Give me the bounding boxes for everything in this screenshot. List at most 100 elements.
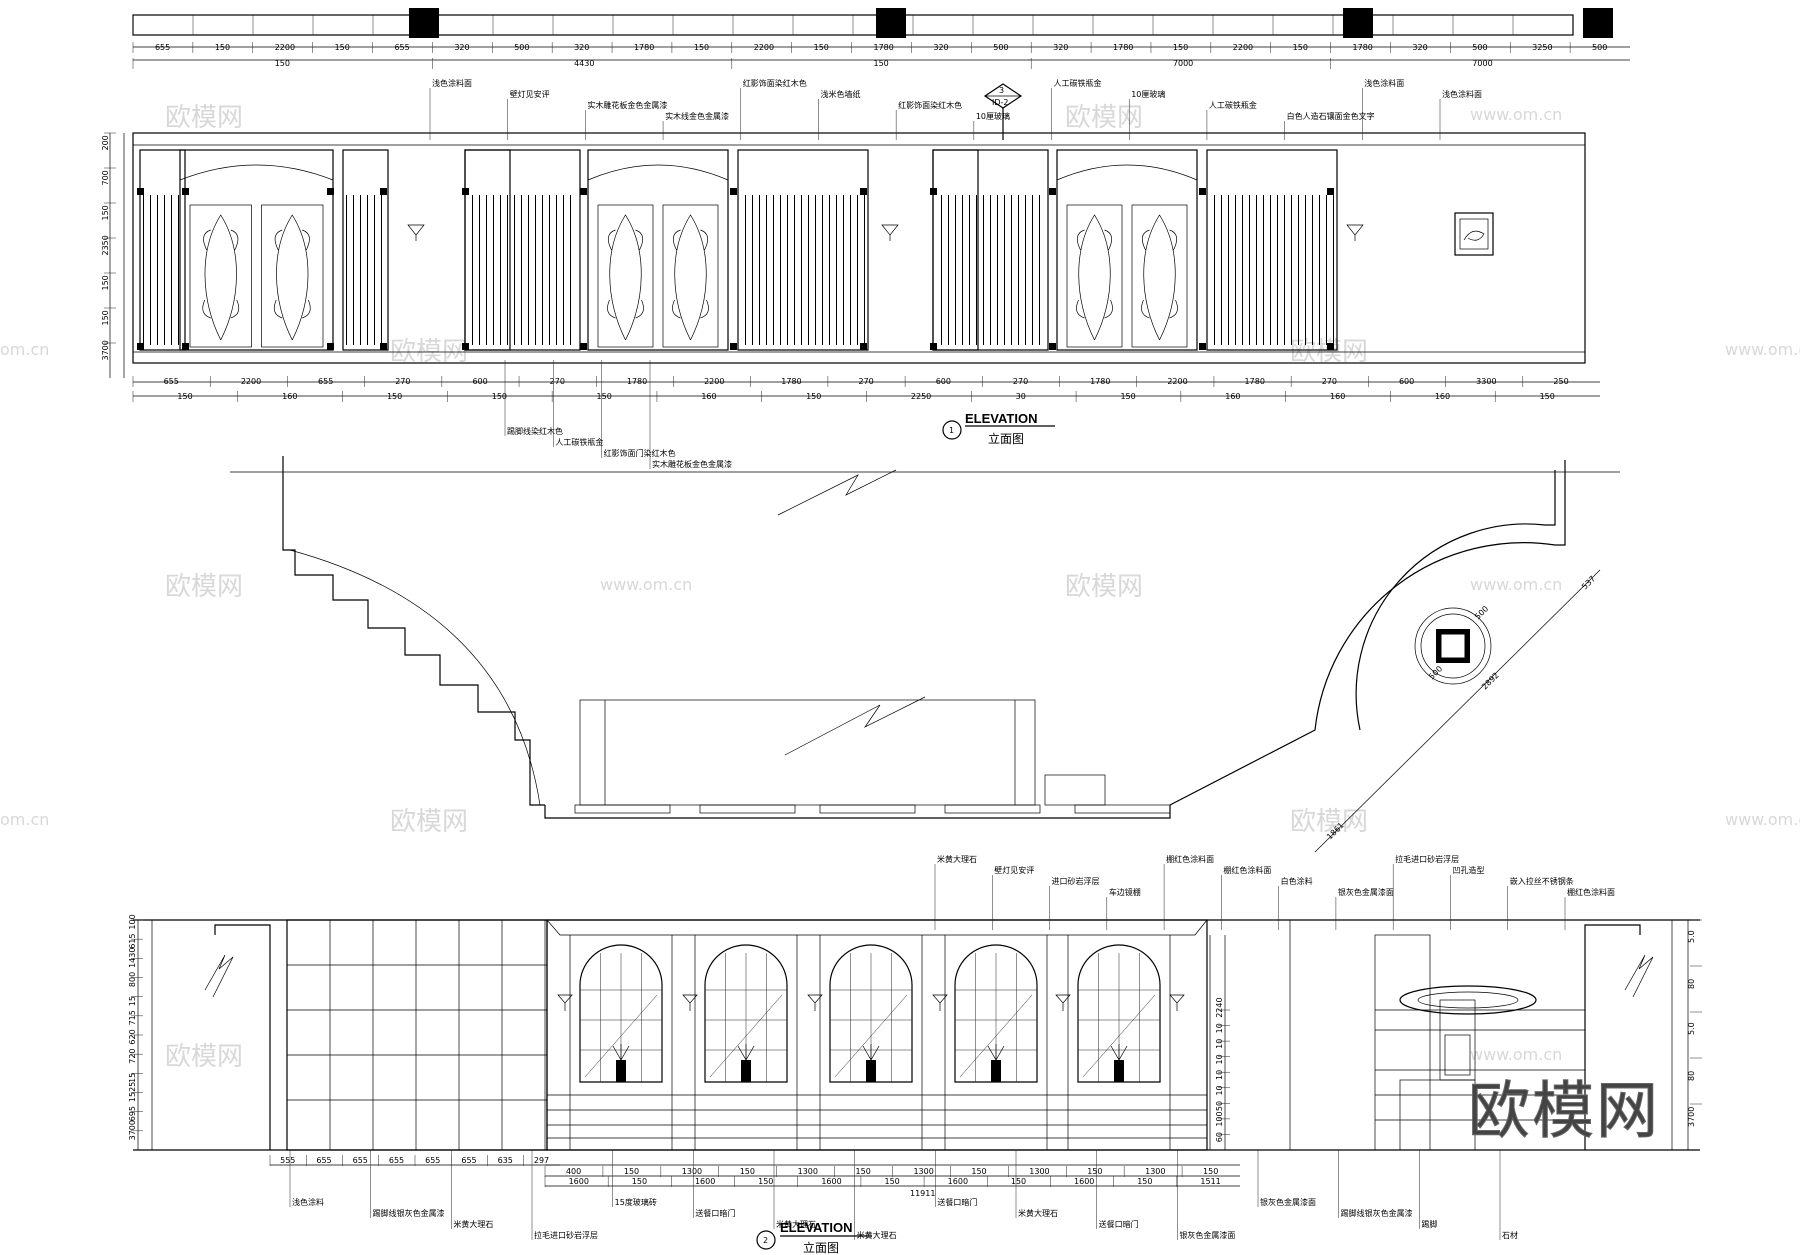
- door-leaf: [189, 204, 252, 348]
- corner-rosette: [1199, 343, 1206, 350]
- dimension-label: 500: [1472, 43, 1487, 52]
- annotation-notes-top: 浅色涂料面壁灯见安评实木雕花板金色金属漆实木线金色金属漆红影饰面染红木色浅米色墙…: [429, 78, 1482, 140]
- dimension-label: 270: [395, 377, 410, 386]
- annotation-note: 红影饰面门染红木色: [604, 448, 676, 458]
- staircase: [282, 456, 545, 806]
- plan-wall: [544, 805, 1171, 819]
- wall-recess: [699, 804, 796, 814]
- arched-window: [954, 944, 1038, 1083]
- window-grille: [468, 195, 577, 345]
- plant-icon: [737, 1044, 755, 1061]
- dimension-label: 1780: [627, 377, 647, 386]
- column-block: [1583, 8, 1613, 38]
- dimension-label: 700: [101, 170, 110, 185]
- dimension-label: 400: [566, 1167, 581, 1176]
- annotation-note: 进口砂岩浮层: [1052, 876, 1100, 886]
- watermark-brand: 欧模网: [165, 572, 243, 602]
- annotation-note: 棚红色涂料面: [1567, 887, 1615, 897]
- corner-rosette: [327, 188, 334, 195]
- dimension-label: 150: [1011, 1177, 1026, 1186]
- column-block: [1343, 8, 1373, 38]
- plant-pot: [866, 1060, 876, 1082]
- dimension-label: 160: [1435, 392, 1450, 401]
- window-grille: [143, 195, 182, 345]
- window-frame: [737, 149, 869, 351]
- dimension-label: 620: [128, 1029, 137, 1044]
- door-arch-ornament: [179, 164, 334, 181]
- dimension-label: 150: [215, 43, 230, 52]
- watermark-brand: 欧模网: [1065, 572, 1143, 602]
- break-symbol: [1624, 954, 1654, 998]
- dimension-label: 150: [1137, 1177, 1152, 1186]
- annotation-note: 浅色涂料面: [1442, 89, 1482, 99]
- annotation-note: 米黄大理石: [1018, 1208, 1058, 1218]
- annotation-note: 米黄大理石: [857, 1230, 897, 1240]
- dimension-label: 1300: [798, 1167, 818, 1176]
- glass-block-wall: [286, 919, 548, 1151]
- cornice: [546, 919, 1208, 936]
- annotation-note: 车边镜棚: [1109, 887, 1141, 897]
- annotation-note: 10厘玻璃: [976, 111, 1010, 121]
- window-frame: [464, 149, 581, 351]
- iron-scroll-ornament: [607, 214, 644, 341]
- dimension-label: 30: [1016, 392, 1026, 401]
- dimension-label: 270: [1013, 377, 1028, 386]
- annotation-note: 实木雕花板金色金属漆: [587, 100, 667, 110]
- dimension-label: 500: [993, 43, 1008, 52]
- dimension-label: 150: [335, 43, 350, 52]
- dimension-label: 60: [1215, 1132, 1224, 1142]
- dimension-label: 320: [933, 43, 948, 52]
- wall-lamp-icon: [407, 224, 425, 241]
- door-frame: [1056, 149, 1198, 351]
- corner-rosette: [860, 343, 867, 350]
- annotation-note: 10厘玻璃: [1131, 89, 1165, 99]
- dimension-label: 655: [461, 1156, 476, 1165]
- corner-rosette: [730, 188, 737, 195]
- dimension-label: 2200: [754, 43, 774, 52]
- door-leaf: [597, 204, 654, 348]
- dimension-label: 2200: [1167, 377, 1187, 386]
- title-en: ELEVATION: [780, 1220, 852, 1235]
- annotation-note: 浅色涂料面: [1364, 78, 1404, 88]
- dimension-label: 160: [1225, 392, 1240, 401]
- dimension-label: 5.0: [1687, 930, 1696, 943]
- dimension-line: [1314, 569, 1601, 853]
- plant-pot: [1114, 1060, 1124, 1082]
- annotation-note: 浅色涂料面: [432, 78, 472, 88]
- window-frame: [139, 149, 186, 351]
- glass-reflection: [709, 994, 783, 1078]
- dimension-label: 150: [806, 392, 821, 401]
- annotation-notes-top: 米黄大理石壁灯见安评进口砂岩浮层车边镜棚棚红色涂料面棚红色涂料面白色涂料银灰色金…: [934, 854, 1615, 930]
- ceiling-ring: [1399, 985, 1537, 1015]
- dimension-label: 320: [574, 43, 589, 52]
- dimension-label: 150: [1173, 43, 1188, 52]
- plant-pot: [741, 1060, 751, 1082]
- dimension-label: 150: [632, 1177, 647, 1186]
- dimension-label: 160: [282, 392, 297, 401]
- dimension-label: 655: [318, 377, 333, 386]
- annotation-note: 实木雕花板金色金属漆: [652, 459, 732, 469]
- title-number-circle: [942, 420, 962, 440]
- dimension-label: 150: [874, 59, 889, 68]
- annotation-note: 石材: [1502, 1230, 1518, 1240]
- dimension-label: 2350: [101, 235, 110, 255]
- wall-outline: [132, 132, 1586, 364]
- plant-icon: [862, 1044, 880, 1061]
- section-tag-top: 3: [999, 86, 1004, 95]
- total-dimension: 11911: [910, 1189, 935, 1198]
- annotation-note: 银灰色金属漆面: [1260, 1197, 1316, 1207]
- plant-pot: [991, 1060, 1001, 1082]
- dimension-label: 655: [394, 43, 409, 52]
- dimension-label: 150: [814, 43, 829, 52]
- dimension-label: 4430: [574, 59, 594, 68]
- dimension-label: 1600: [569, 1177, 589, 1186]
- dimension-label: 655: [155, 43, 170, 52]
- door-frame: [587, 149, 729, 351]
- counter: [579, 699, 1036, 806]
- corner-rosette: [930, 188, 937, 195]
- annotation-notes-bottom: 浅色涂料踢脚线银灰色金属漆米黄大理石拉毛进口砂岩浮层15度玻璃砖送餐口暗门米黄大…: [289, 1150, 1518, 1240]
- door-bays: [137, 149, 1338, 351]
- annotation-note: 送餐口暗门: [695, 1208, 735, 1218]
- annotation-note: 15度玻璃砖: [615, 1197, 657, 1207]
- dimension-label: 250: [1553, 377, 1568, 386]
